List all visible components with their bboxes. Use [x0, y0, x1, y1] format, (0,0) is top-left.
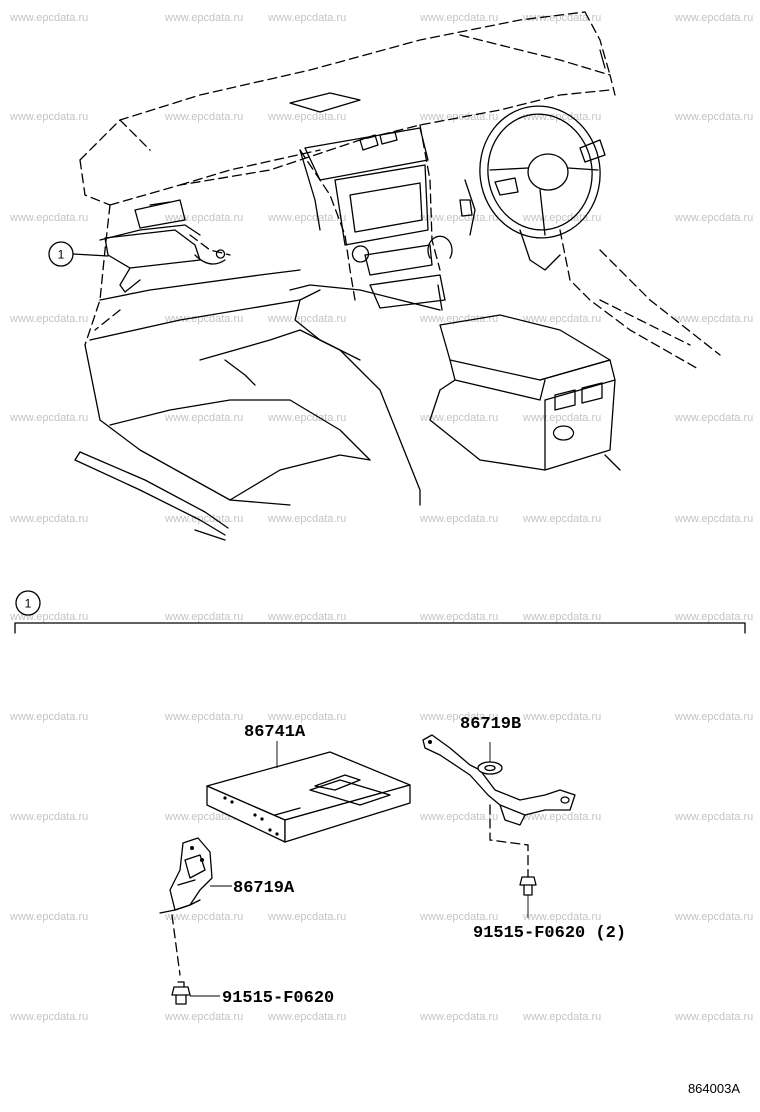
- callout-1-label: 1: [58, 248, 65, 262]
- watermark-text: www.epcdata.ru: [164, 111, 243, 123]
- watermark-text: www.epcdata.ru: [419, 711, 498, 723]
- watermark-text: www.epcdata.ru: [164, 1011, 243, 1023]
- watermark-text: www.epcdata.ru: [267, 12, 346, 24]
- watermark-text: www.epcdata.ru: [674, 611, 753, 623]
- watermark-text: www.epcdata.ru: [9, 711, 88, 723]
- watermark-text: www.epcdata.ru: [522, 513, 601, 525]
- callout-1-marker: 1: [48, 241, 109, 267]
- part-86719A-drawing: [159, 837, 232, 976]
- watermark-text: www.epcdata.ru: [9, 1011, 88, 1023]
- watermark-text: www.epcdata.ru: [9, 212, 88, 224]
- diagram-code: 864003A: [688, 1081, 740, 1096]
- part-number-86741A: 86741A: [244, 723, 306, 742]
- part-number-91515-F0620: 91515-F0620: [222, 989, 334, 1008]
- watermark-text: www.epcdata.ru: [674, 412, 753, 424]
- watermark-text: www.epcdata.ru: [674, 313, 753, 325]
- watermark-text: www.epcdata.ru: [9, 811, 88, 823]
- watermark-text: www.epcdata.ru: [522, 811, 601, 823]
- part-number-91515-F0620-2: 91515-F0620 (2): [473, 924, 626, 943]
- watermark-text: www.epcdata.ru: [9, 111, 88, 123]
- watermark-text: www.epcdata.ru: [522, 212, 601, 224]
- watermark-text: www.epcdata.ru: [164, 911, 243, 923]
- watermark-text: www.epcdata.ru: [419, 911, 498, 923]
- watermark-text: www.epcdata.ru: [164, 12, 243, 24]
- watermark-text: www.epcdata.ru: [267, 111, 346, 123]
- watermark-text: www.epcdata.ru: [9, 513, 88, 525]
- watermark-text: www.epcdata.ru: [164, 811, 243, 823]
- watermark-text: www.epcdata.ru: [9, 12, 88, 24]
- watermark-text: www.epcdata.ru: [267, 212, 346, 224]
- section-1-label: 1: [25, 597, 32, 611]
- watermark-text: www.epcdata.ru: [522, 111, 601, 123]
- watermark-text: www.epcdata.ru: [267, 1011, 346, 1023]
- part-86719B-drawing: [422, 734, 576, 879]
- watermark-text: www.epcdata.ru: [9, 412, 88, 424]
- watermark-text: www.epcdata.ru: [164, 313, 243, 325]
- watermark-text: www.epcdata.ru: [419, 811, 498, 823]
- watermark-text: www.epcdata.ru: [419, 611, 498, 623]
- watermark-text: www.epcdata.ru: [419, 111, 498, 123]
- watermark-text: www.epcdata.ru: [419, 212, 498, 224]
- watermark-text: www.epcdata.ru: [674, 1011, 753, 1023]
- watermark-text: www.epcdata.ru: [267, 911, 346, 923]
- watermark-text: www.epcdata.ru: [522, 1011, 601, 1023]
- watermark-text: www.epcdata.ru: [419, 12, 498, 24]
- watermark-text: www.epcdata.ru: [674, 711, 753, 723]
- watermark-text: www.epcdata.ru: [419, 1011, 498, 1023]
- section-1-header: 1: [14, 590, 746, 634]
- watermark-text: www.epcdata.ru: [267, 412, 346, 424]
- watermark-text: www.epcdata.ru: [674, 811, 753, 823]
- watermark-text: www.epcdata.ru: [267, 313, 346, 325]
- watermark-text: www.epcdata.ru: [419, 412, 498, 424]
- dashboard-overview-illustration: [74, 11, 721, 541]
- watermark-text: www.epcdata.ru: [522, 711, 601, 723]
- watermark-text: www.epcdata.ru: [674, 212, 753, 224]
- watermark-text: www.epcdata.ru: [419, 313, 498, 325]
- watermark-text: www.epcdata.ru: [522, 12, 601, 24]
- watermark-text: www.epcdata.ru: [522, 313, 601, 325]
- part-number-86719B: 86719B: [460, 715, 521, 734]
- watermark-text: www.epcdata.ru: [522, 911, 601, 923]
- watermark-text: www.epcdata.ru: [522, 611, 601, 623]
- watermark-text: www.epcdata.ru: [164, 513, 243, 525]
- part-number-86719A: 86719A: [233, 879, 295, 898]
- watermark-text: www.epcdata.ru: [522, 412, 601, 424]
- part-86741A-drawing: [206, 741, 411, 843]
- bolt-left-drawing: [171, 981, 220, 1005]
- watermark-text: www.epcdata.ru: [267, 611, 346, 623]
- watermark-text: www.epcdata.ru: [164, 412, 243, 424]
- watermark-text: www.epcdata.ru: [674, 12, 753, 24]
- watermark-text: www.epcdata.ru: [9, 911, 88, 923]
- watermark-text: www.epcdata.ru: [164, 711, 243, 723]
- watermark-layer: www.epcdata.ru www.epcdata.ru www.epcdata.…: [9, 12, 753, 1023]
- watermark-text: www.epcdata.ru: [9, 313, 88, 325]
- watermark-text: www.epcdata.ru: [674, 513, 753, 525]
- watermark-text: www.epcdata.ru: [267, 513, 346, 525]
- watermark-text: www.epcdata.ru: [674, 911, 753, 923]
- watermark-text: www.epcdata.ru: [674, 111, 753, 123]
- watermark-text: www.epcdata.ru: [267, 711, 346, 723]
- bolt-right-drawing: [519, 876, 537, 918]
- watermark-text: www.epcdata.ru: [164, 611, 243, 623]
- watermark-text: www.epcdata.ru: [419, 513, 498, 525]
